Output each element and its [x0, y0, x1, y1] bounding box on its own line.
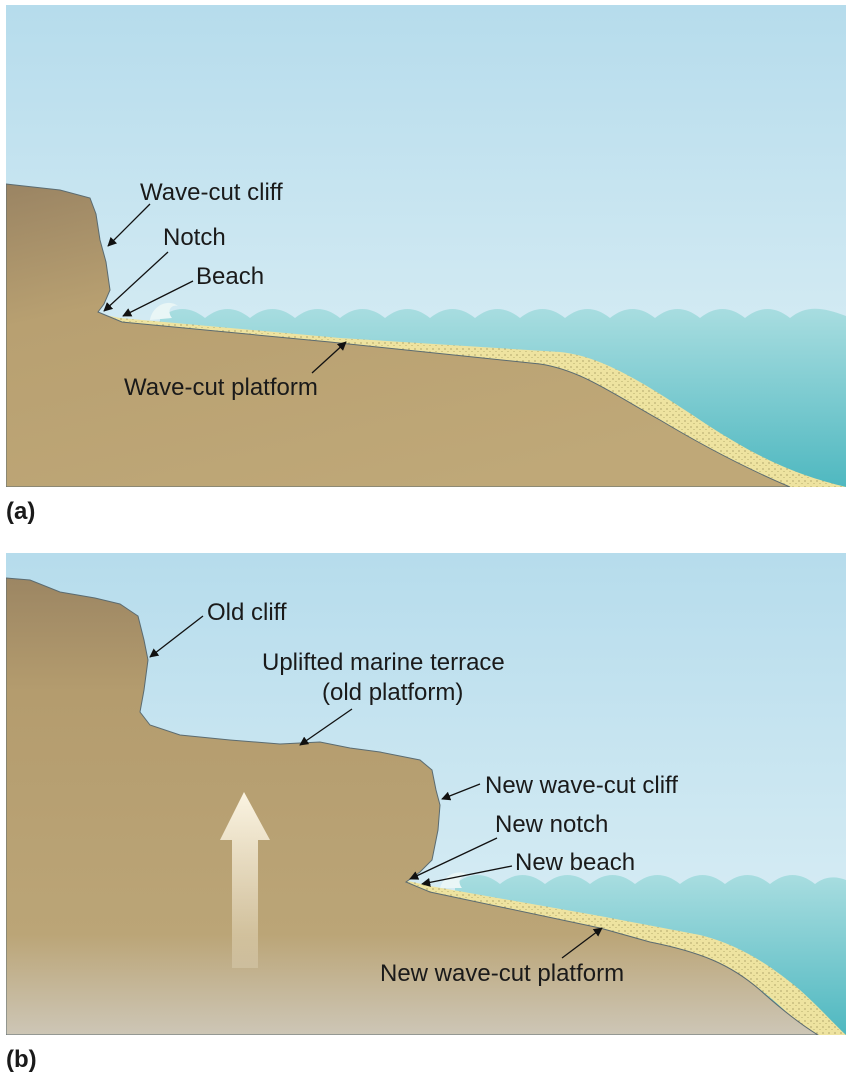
leader-notch [103, 251, 169, 312]
label-new-wave-cut-platform: New wave-cut platform [380, 960, 624, 987]
uplift-arrow [220, 792, 270, 968]
sand-layer [100, 314, 846, 487]
leader-wave-cut-cliff [107, 203, 151, 247]
label-beach: Beach [196, 263, 264, 290]
leader-uplifted-terrace [299, 708, 353, 746]
label-uplifted-terrace: Uplifted marine terrace [262, 649, 505, 676]
leader-wave-cut-platform [311, 341, 347, 374]
label-wave-cut-cliff: Wave-cut cliff [140, 179, 283, 206]
label-old-platform: (old platform) [322, 679, 463, 706]
label-wave-cut-platform: Wave-cut platform [124, 374, 318, 401]
label-new-wave-cut-cliff: New wave-cut cliff [485, 772, 678, 799]
leader-old-cliff [149, 615, 204, 658]
panel-a [6, 5, 846, 487]
label-new-beach: New beach [515, 849, 635, 876]
label-notch: Notch [163, 224, 226, 251]
label-new-notch: New notch [495, 811, 608, 838]
leader-beach [122, 280, 194, 317]
panel-label-a: (a) [6, 498, 35, 525]
panel-b [6, 553, 846, 1035]
breaking-wave [150, 302, 178, 320]
label-old-cliff: Old cliff [207, 599, 287, 626]
rock-mass [6, 577, 819, 1035]
leader-new-notch [409, 837, 498, 880]
panel-label-b: (b) [6, 1046, 37, 1073]
leader-new-wave-cut-platform [561, 927, 603, 959]
leader-new-wave-cut-cliff [441, 783, 481, 801]
leader-new-beach [421, 865, 513, 887]
